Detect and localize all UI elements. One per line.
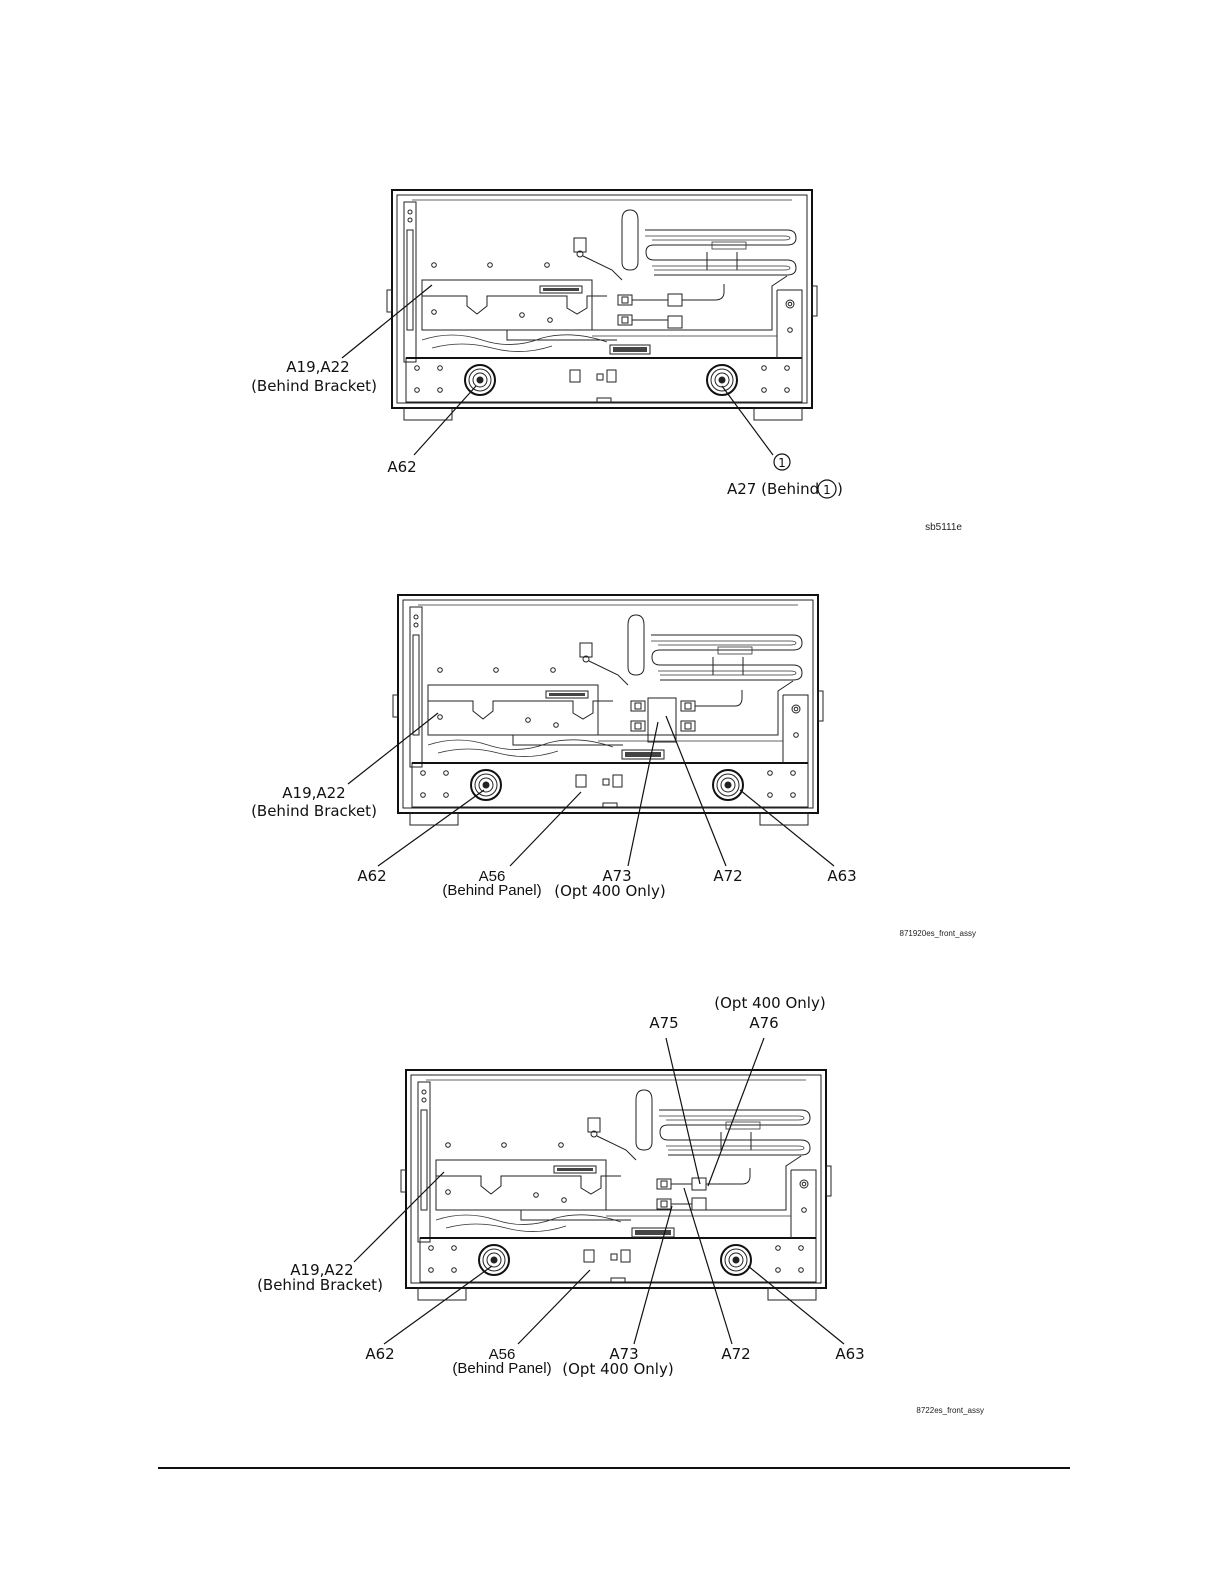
leader-a73-3 [634,1206,672,1344]
figure-id-3: 8722es_front_assy [916,1406,984,1415]
leader-a56-2 [510,792,581,866]
figure-3: (Opt 400 Only) A75 A76 A19,A22 (Behind B… [257,994,984,1415]
label-a72-3: A72 [721,1345,750,1363]
leader-a76 [708,1038,764,1186]
label-a62-3: A62 [365,1345,394,1363]
label-a19-a22-2: A19,A22 [282,784,345,802]
label-behind-bracket-3: (Behind Bracket) [257,1276,383,1294]
label-a75: A75 [649,1014,678,1032]
figure-1: 1 A19,A22 (Behind Bracket) A62 A27 (Behi… [251,190,962,533]
figure-2: A19,A22 (Behind Bracket) A62 A56 (Behind… [251,595,976,938]
leader-a56-3 [518,1270,590,1344]
label-a63-2: A63 [827,867,856,885]
fig3-switch-block [632,1168,750,1237]
leader-a62-3 [384,1266,492,1344]
label-a19-a22: A19,A22 [286,358,349,376]
leader-a72-3 [684,1188,732,1344]
fig1-sma-connectors [610,284,724,354]
figure-id-2: 871920es_front_assy [900,929,977,938]
label-a27: A27 (Behind [727,480,819,498]
leader-a73-2 [628,722,658,866]
label-a62: A62 [387,458,416,476]
label-a62-2: A62 [357,867,386,885]
label-behind-bracket: (Behind Bracket) [251,377,377,395]
label-a76: A76 [749,1014,778,1032]
leader-a62-2 [378,790,484,866]
leader-a72-2 [666,716,726,866]
figure-id-1: sb5111e [925,522,962,533]
label-opt400-2: (Opt 400 Only) [554,882,665,900]
label-behind-panel-2: (Behind Panel) [442,882,541,899]
label-a27-close: ) [837,480,843,498]
callout-1: 1 [778,456,786,470]
label-a63-3: A63 [835,1345,864,1363]
leader-a19-a22-2 [348,713,438,784]
leader-a75 [666,1038,700,1184]
label-opt400-3: (Opt 400 Only) [562,1360,673,1378]
leader-a63-2 [740,790,834,866]
callout-1-inline: 1 [823,483,831,497]
label-behind-panel-3: (Behind Panel) [452,1360,551,1377]
label-opt400-top-3: (Opt 400 Only) [714,994,825,1012]
fig2-switch-block [622,690,742,759]
leader-a63-3 [748,1266,844,1344]
label-behind-bracket-2: (Behind Bracket) [251,802,377,820]
label-a72-2: A72 [713,867,742,885]
